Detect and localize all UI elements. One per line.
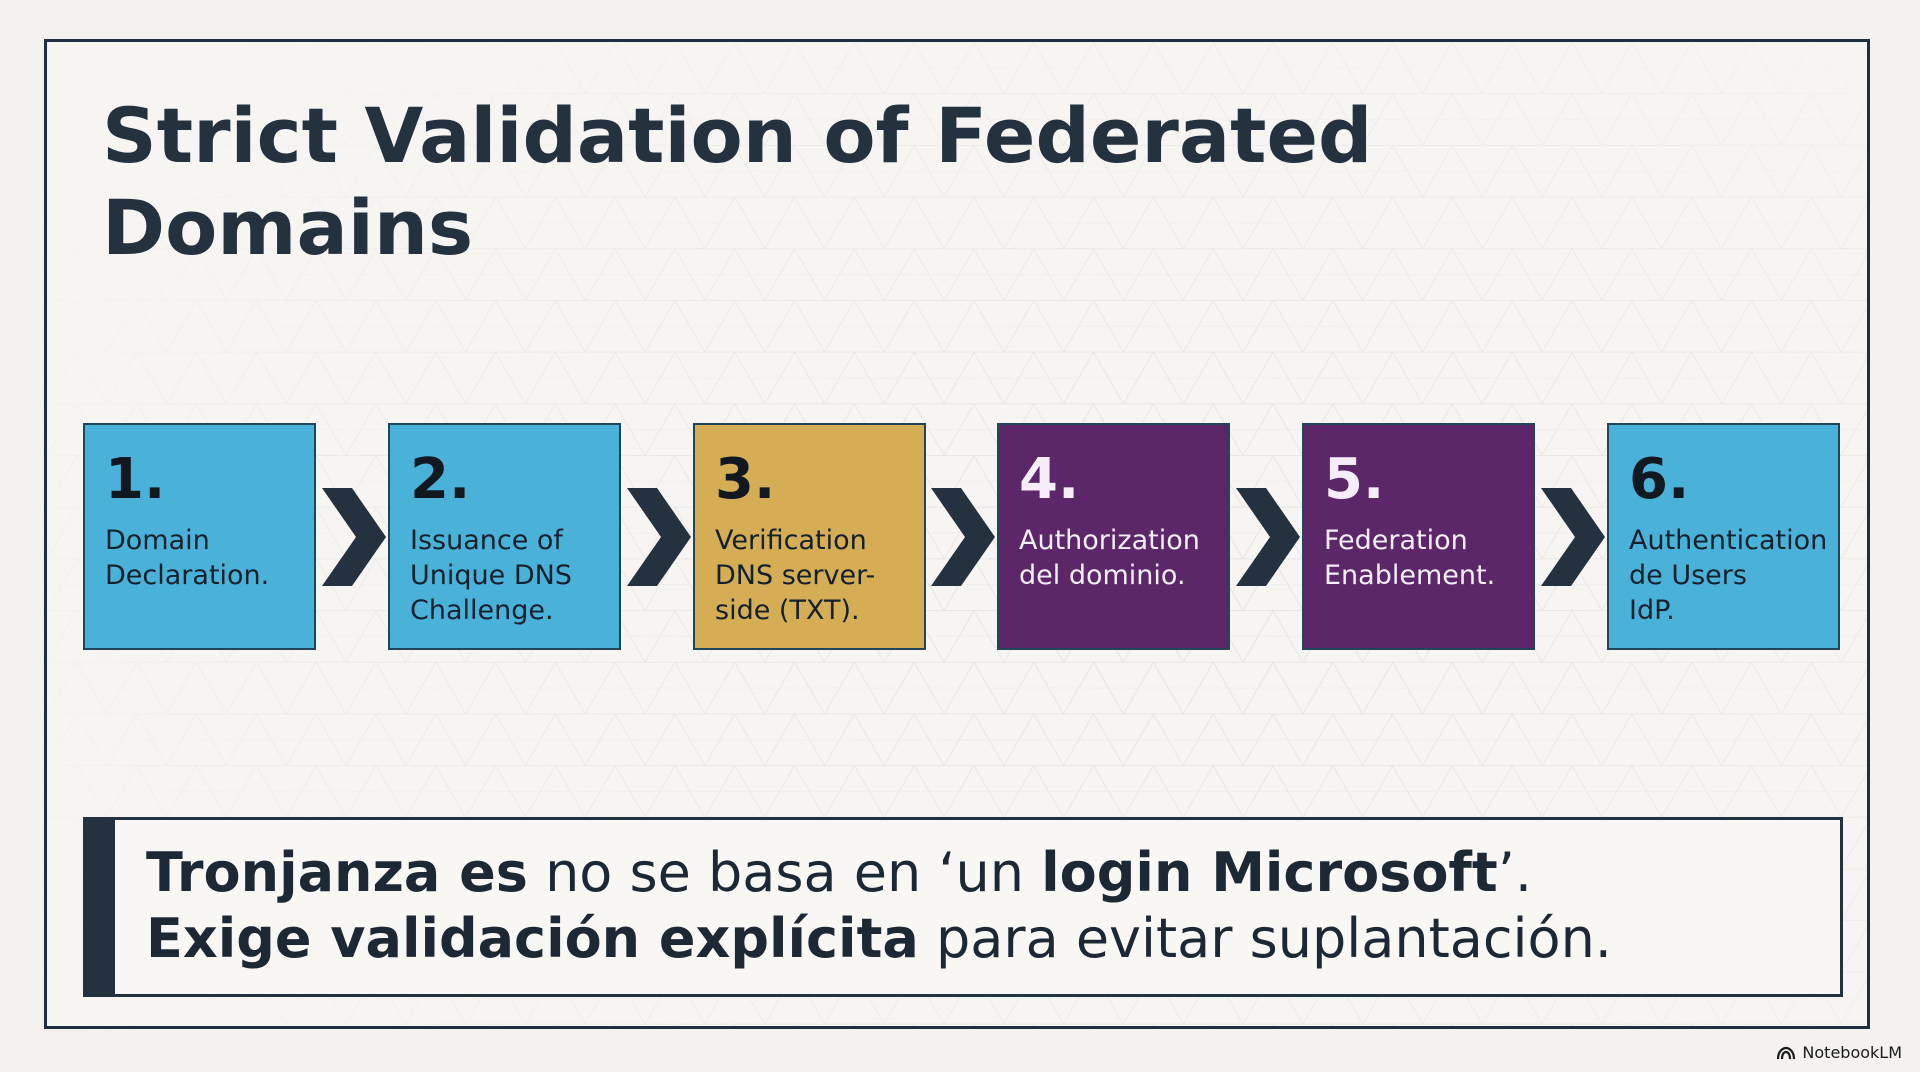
step-3-number: 3. — [715, 447, 776, 512]
step-2-box: 2. Issuance of Unique DNS Challenge. — [388, 423, 621, 650]
chevron-right-icon — [931, 488, 995, 586]
step-5-label: Federation Enablement. — [1324, 525, 1496, 591]
chevron-right-icon — [1541, 488, 1605, 586]
step-6-label: Authentication de Users IdP. — [1629, 525, 1828, 626]
step-1-box: 1. Domain Declaration. — [83, 423, 316, 650]
callout-text: Tronjanza es no se basa en ‘un login Mic… — [146, 840, 1826, 972]
step-2-label: Issuance of Unique DNS Challenge. — [410, 525, 572, 626]
callout-bold-1: Tronjanza es — [146, 841, 528, 904]
step-1-label: Domain Declaration. — [105, 525, 270, 591]
step-3-label: Verification DNS server- side (TXT). — [715, 525, 876, 626]
slide-title: Strict Validation of Federated Domains — [102, 90, 1502, 274]
key-message-callout: Tronjanza es no se basa en ‘un login Mic… — [83, 817, 1843, 997]
step-3-box: 3. Verification DNS server- side (TXT). — [693, 423, 926, 650]
step-4-label: Authorization del dominio. — [1019, 525, 1200, 591]
callout-regular-1: no se basa en ‘un — [527, 841, 1042, 904]
step-5-number: 5. — [1324, 447, 1385, 512]
notebooklm-logo-icon — [1777, 1046, 1796, 1059]
callout-bold-3: Exige validación explícita — [146, 907, 919, 970]
slide-title-line-1: Strict Validation of Federated — [102, 91, 1373, 180]
watermark-text: NotebookLM — [1802, 1043, 1902, 1062]
notebooklm-watermark: NotebookLM — [1776, 1043, 1902, 1062]
callout-line-2: Exige validación explícita para evitar s… — [146, 906, 1826, 972]
step-4-number: 4. — [1019, 447, 1080, 512]
chevron-right-icon — [1236, 488, 1300, 586]
chevron-right-icon — [322, 488, 386, 586]
step-2-number: 2. — [410, 447, 471, 512]
step-4-box: 4. Authorization del dominio. — [997, 423, 1230, 650]
step-6-box: 6. Authentication de Users IdP. — [1607, 423, 1840, 650]
callout-regular-3: para evitar suplantación. — [918, 907, 1612, 970]
callout-accent-bar — [83, 817, 115, 997]
step-6-number: 6. — [1629, 447, 1690, 512]
slide-title-line-2: Domains — [102, 183, 474, 272]
step-1-number: 1. — [105, 447, 166, 512]
step-5-box: 5. Federation Enablement. — [1302, 423, 1535, 650]
chevron-right-icon — [627, 488, 691, 586]
callout-regular-2: ’. — [1497, 841, 1533, 904]
callout-line-1: Tronjanza es no se basa en ‘un login Mic… — [146, 840, 1826, 906]
slide-frame: Strict Validation of Federated Domains 1… — [44, 39, 1870, 1029]
callout-bold-2: login Microsoft — [1041, 841, 1498, 904]
